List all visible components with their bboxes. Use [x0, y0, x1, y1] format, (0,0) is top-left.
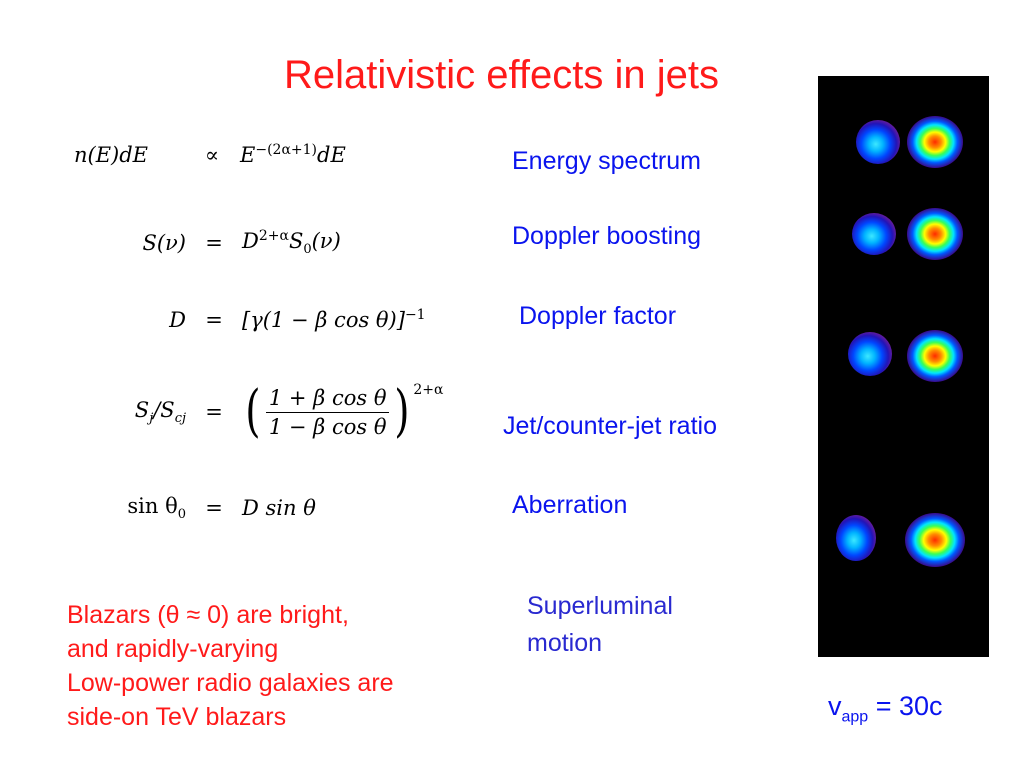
blob-row-3: [848, 330, 963, 382]
note-line-4: side-on TeV blazars: [67, 703, 287, 731]
eq4-lhs-a: S: [134, 397, 150, 422]
eq1-rhs: E−(2α+1)dE: [240, 142, 346, 167]
eq2-rhs-sup: 2+α: [258, 228, 289, 244]
eq4-rhs: ( 1 + β cos θ 1 − β cos θ ) 2+α: [242, 379, 444, 444]
eq1-rhs-base: E: [240, 143, 256, 167]
eq5-op: =: [205, 496, 223, 521]
label-jet-ratio: Jet/counter-jet ratio: [503, 412, 717, 440]
eq4-lhs-b-sub: cj: [174, 411, 186, 427]
apparent-velocity: vapp = 30c: [828, 691, 943, 726]
eq4-paren-close: ): [394, 379, 411, 444]
eq4-fraction: 1 + β cos θ 1 − β cos θ: [265, 386, 390, 439]
equation-doppler-boosting: S(ν) = D2+αS0(ν): [74, 228, 341, 257]
eq5-rhs: D sin θ: [242, 496, 316, 521]
eq4-lhs-mid: /S: [153, 397, 175, 422]
eq4-lhs-a-sub: j: [149, 411, 154, 427]
label-energy-spectrum: Energy spectrum: [512, 147, 701, 175]
blob-row-2: [852, 208, 963, 260]
superluminal-image-panel: [818, 76, 989, 657]
eq5-lhs: sin θ0: [74, 494, 186, 522]
eq2-lhs: S(ν): [142, 230, 186, 255]
eq3-rhs-body: [γ(1 − β cos θ)]: [242, 308, 405, 332]
eq2-rhs-base: D: [242, 229, 259, 253]
superluminal-line-1: Superluminal: [527, 592, 673, 620]
notes-block: Blazars (θ ≈ 0) are bright, and rapidly-…: [67, 598, 394, 734]
vapp-sub: app: [841, 708, 869, 726]
blob-row-1: [856, 116, 963, 168]
eq2-rhs: D2+αS0(ν): [242, 228, 341, 257]
eq3-rhs-sup: −1: [404, 307, 426, 323]
superluminal-label: Superluminal motion: [527, 588, 673, 662]
eq4-numerator: 1 + β cos θ: [265, 386, 390, 413]
vapp-rest: = 30c: [868, 691, 943, 721]
eq1-rhs-sup: −(2α+1): [255, 142, 317, 158]
eq4-paren-open: (: [245, 379, 261, 444]
eq4-lhs: Sj/Scj: [74, 398, 186, 426]
eq1-op: ∝: [204, 142, 220, 167]
equation-jet-ratio: Sj/Scj = ( 1 + β cos θ 1 − β cos θ ) 2+α: [74, 379, 444, 444]
eq2-op: =: [205, 230, 223, 255]
equation-aberration: sin θ0 = D sin θ: [74, 494, 316, 522]
eq5-lhs-a: sin θ: [127, 494, 178, 518]
equation-doppler-factor: D = [γ(1 − β cos θ)]−1: [74, 307, 426, 332]
label-doppler-boosting: Doppler boosting: [512, 222, 702, 250]
jet-blob-image: [836, 116, 965, 567]
blob-row-4: [836, 513, 965, 567]
eq3-lhs: D: [169, 307, 186, 332]
label-doppler-factor: Doppler factor: [519, 302, 677, 330]
note-line-1: Blazars (θ ≈ 0) are bright,: [67, 601, 349, 629]
eq2-rhs-s: S: [288, 229, 304, 253]
eq4-denominator: 1 − β cos θ: [268, 414, 387, 439]
eq5-lhs-sub: 0: [177, 507, 186, 523]
vapp-v: v: [828, 691, 842, 721]
eq4-sup: 2+α: [413, 382, 444, 398]
equation-energy-spectrum: n(E)dE ∝ E−(2α+1)dE: [74, 142, 346, 167]
superluminal-line-2: motion: [527, 629, 603, 657]
eq2-rhs-end: (ν): [311, 229, 341, 253]
label-aberration: Aberration: [512, 491, 628, 519]
eq2-rhs-sub: 0: [303, 242, 312, 258]
eq1-lhs: n(E)dE: [74, 142, 149, 167]
slide-title: Relativistic effects in jets: [284, 53, 719, 97]
note-line-3: Low-power radio galaxies are: [67, 669, 394, 697]
eq1-rhs-tail: dE: [317, 143, 346, 167]
eq3-rhs: [γ(1 − β cos θ)]−1: [242, 307, 426, 332]
note-line-2: and rapidly-varying: [67, 635, 279, 663]
eq4-op: =: [205, 400, 223, 424]
eq3-op: =: [205, 307, 223, 332]
